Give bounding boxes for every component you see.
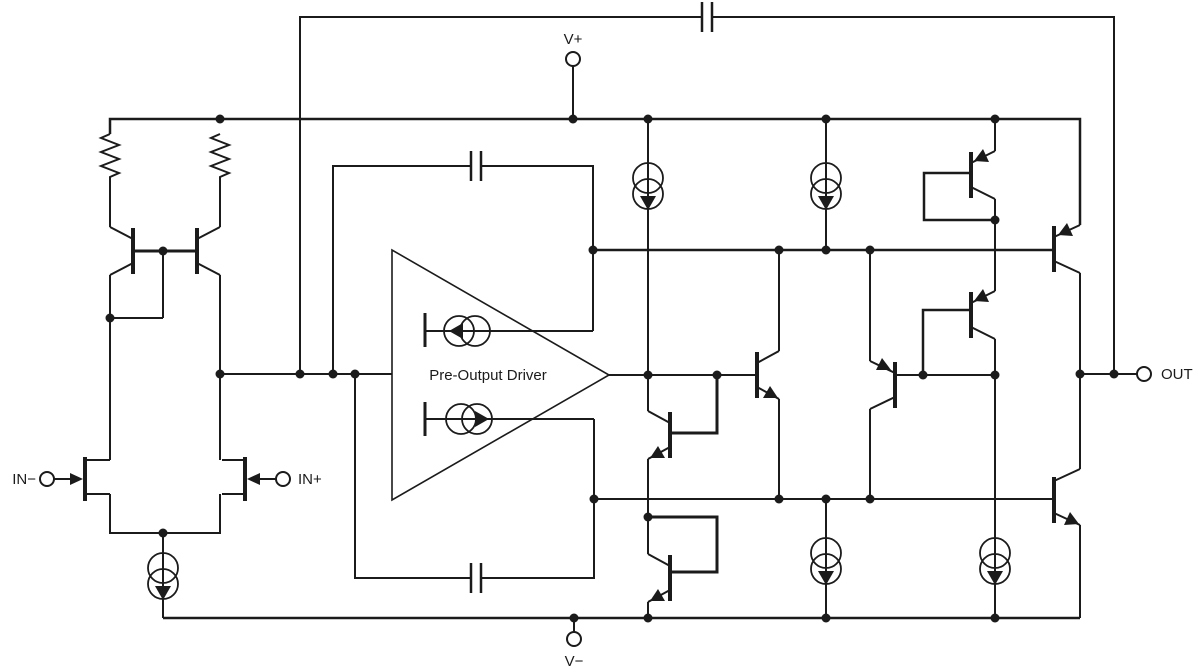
amplifier-triangle	[391, 248, 611, 502]
tail-current-source	[147, 533, 179, 618]
base-tie-wire	[670, 375, 719, 435]
emitter-arrow-icon	[650, 589, 665, 601]
output-pnp-transistor	[1052, 223, 1081, 374]
lower-loop-right	[482, 419, 595, 579]
transistor-collector	[196, 226, 221, 240]
diode-npn-transistor	[647, 375, 719, 517]
bias-current-source-3	[810, 499, 842, 618]
bias-current-source-2	[810, 119, 842, 250]
v-minus-pin	[566, 631, 582, 647]
resistor-zigzag	[208, 133, 232, 227]
current-arrow-icon	[449, 323, 463, 339]
input-mirror-transistor-right	[195, 226, 221, 276]
emitter-arrow-icon	[974, 149, 989, 162]
current-arrow-icon	[818, 571, 834, 585]
current-source-circle	[632, 162, 664, 194]
emitter-arrow-icon	[1058, 223, 1073, 236]
current-source-circle	[979, 537, 1011, 569]
jfet-source-wire	[109, 494, 163, 534]
lower-diode-pnp-transistor	[921, 220, 996, 375]
gate-arrow-icon	[70, 473, 83, 485]
emitter-arrow-icon	[1064, 512, 1079, 525]
v-minus-terminal: V−	[565, 618, 584, 670]
junction-dots	[105, 114, 1119, 623]
lower-compensation-loop	[354, 374, 595, 593]
current-source-circle	[810, 162, 842, 194]
input-jfet-inverting	[83, 457, 163, 534]
cascode-npn-transistor	[755, 250, 780, 499]
v-plus-label: V+	[564, 31, 583, 48]
out-terminal: OUT	[1080, 366, 1193, 383]
transistor-emitter	[109, 262, 134, 276]
driver-lower-current-source	[423, 402, 594, 436]
transistor-collector	[109, 226, 134, 240]
outer-compensation-capacitor	[700, 2, 714, 32]
load-resistor-right	[208, 133, 232, 227]
current-source-circle	[461, 403, 493, 435]
current-source-circle	[810, 537, 842, 569]
out-pin	[1136, 366, 1152, 382]
outer-feedback-wire	[299, 16, 1115, 374]
in-minus-terminal: IN−	[12, 471, 83, 488]
v-plus-pin	[565, 51, 581, 67]
output-npn-transistor	[1052, 374, 1081, 618]
base-tie-wire	[922, 171, 995, 222]
emitter-arrow-icon	[876, 358, 891, 370]
in-plus-pin	[275, 471, 291, 487]
bias-current-source-4	[979, 375, 1011, 618]
bias-current-source-1	[632, 119, 664, 375]
lower-mirror-npn-transistor	[647, 515, 719, 618]
collector-diag	[647, 410, 671, 424]
v-plus-terminal: V+	[564, 31, 583, 119]
collector-diag	[869, 396, 896, 410]
cascode-pnp-transistor	[869, 250, 995, 499]
upper-compensation-loop	[332, 151, 594, 374]
driver-upper-current-source	[423, 313, 593, 347]
gate-arrow-icon	[247, 473, 260, 485]
collector-diag	[970, 186, 996, 200]
input-mirror-base-wiring	[110, 249, 197, 319]
upper-loop-left	[332, 165, 470, 374]
emitter-arrow-icon	[763, 386, 778, 398]
current-arrow-icon	[987, 571, 1003, 585]
load-resistor-left	[98, 133, 122, 227]
v-plus-rail	[108, 117, 1082, 225]
upper-loop-right	[482, 165, 594, 331]
driver-label: Pre-Output Driver	[429, 367, 547, 384]
transistor-emitter	[196, 262, 221, 276]
emitter-arrow-icon	[974, 289, 989, 302]
current-arrow-icon	[640, 196, 656, 210]
upper-diode-pnp-transistor	[922, 119, 996, 222]
in-plus-label: IN+	[298, 471, 322, 488]
collector-diag	[1053, 260, 1081, 274]
collector-diag	[756, 350, 780, 364]
current-source-circle	[147, 552, 179, 584]
emitter-arrow-icon	[650, 446, 665, 458]
in-minus-pin	[39, 471, 55, 487]
jfet-source-wire	[163, 494, 221, 534]
collector-diag	[970, 326, 996, 340]
current-arrow-icon	[155, 586, 171, 600]
in-plus-terminal: IN+	[247, 471, 322, 488]
collector-diag	[647, 553, 671, 567]
outer-feedback-wire-right	[713, 16, 1115, 374]
current-source-circle	[443, 315, 475, 347]
resistor-zigzag	[98, 133, 122, 227]
base-tie-wire	[921, 308, 971, 375]
outer-feedback-wire-left	[299, 16, 701, 374]
input-jfet-noninverting	[163, 374, 247, 534]
v-minus-label: V−	[565, 653, 584, 670]
lower-loop-left	[354, 374, 470, 579]
current-arrow-icon	[475, 411, 489, 427]
out-label: OUT	[1161, 366, 1193, 383]
pre-output-driver: Pre-Output Driver	[391, 248, 611, 502]
current-arrow-icon	[818, 196, 834, 210]
collector-diag	[1053, 468, 1081, 482]
in-minus-label: IN−	[12, 471, 36, 488]
input-mirror-transistor-left	[109, 226, 135, 276]
base-tie-wire	[648, 515, 719, 574]
